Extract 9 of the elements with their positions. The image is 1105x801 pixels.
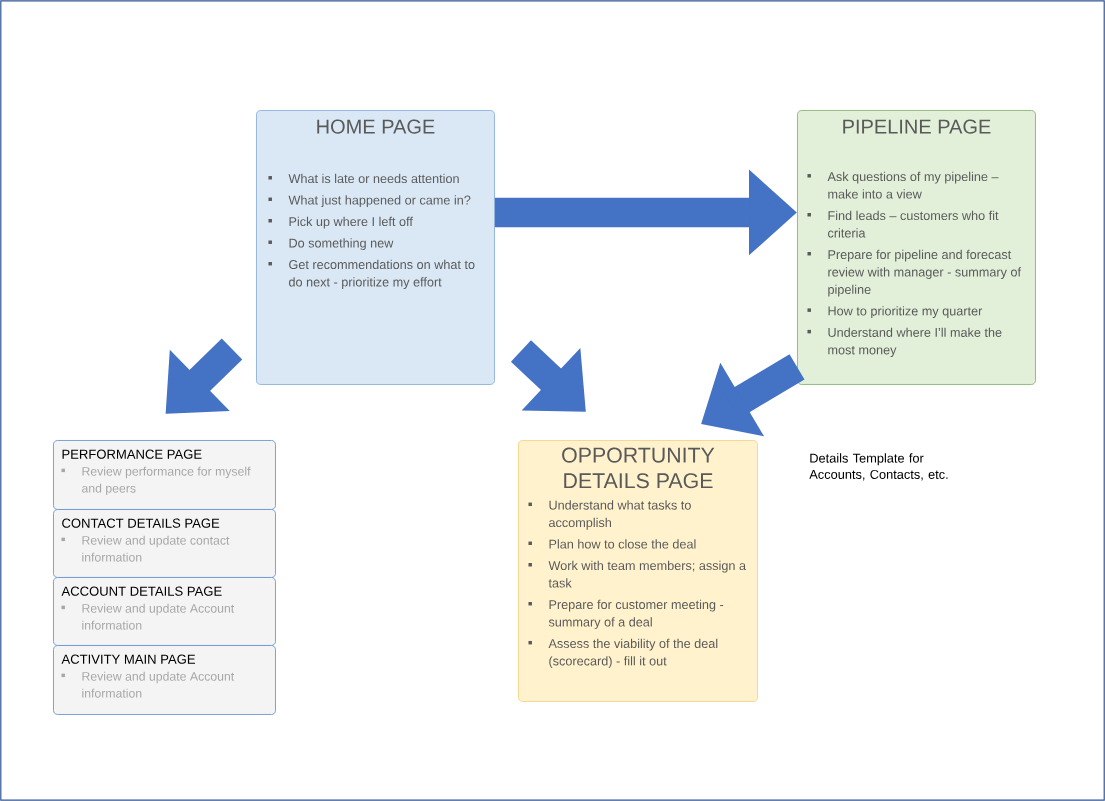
page-box: HOME PAGE What is late or needs attention What just happened or came in? Pick up where I left off Do something new Get recommendations on what to do next - prioritize my effort: [256, 110, 495, 385]
page-box: ACTIVITY MAIN PAGE Review and update Account information: [53, 645, 276, 715]
block-arrow: [510, 340, 586, 412]
page-box: PIPELINE PAGE Ask questions of my pipeline – make into a view Find leads – customers who fit criteria Prepare for pipeline and forecast review with manager - summary of pipeline How to prioritize my quarter Understand where I’ll make the most money: [797, 110, 1036, 385]
page-box: CONTACT DETAILS PAGE Review and update contact information: [53, 509, 276, 578]
page-box: ACCOUNT DETAILS PAGE Review and update Account information: [53, 577, 276, 646]
page-box: PERFORMANCE PAGE Review performance for myself and peers: [53, 440, 276, 510]
page-box: OPPORTUNITY DETAILS PAGE Understand what tasks to accomplish Plan how to close the deal Work with team members; assign a task Prepare for customer meeting - summary of a deal Assess the viability of the deal (scorecard) - fill it out: [518, 440, 758, 702]
note-text: Details Template for Accounts, Contacts, etc.: [809, 453, 948, 481]
